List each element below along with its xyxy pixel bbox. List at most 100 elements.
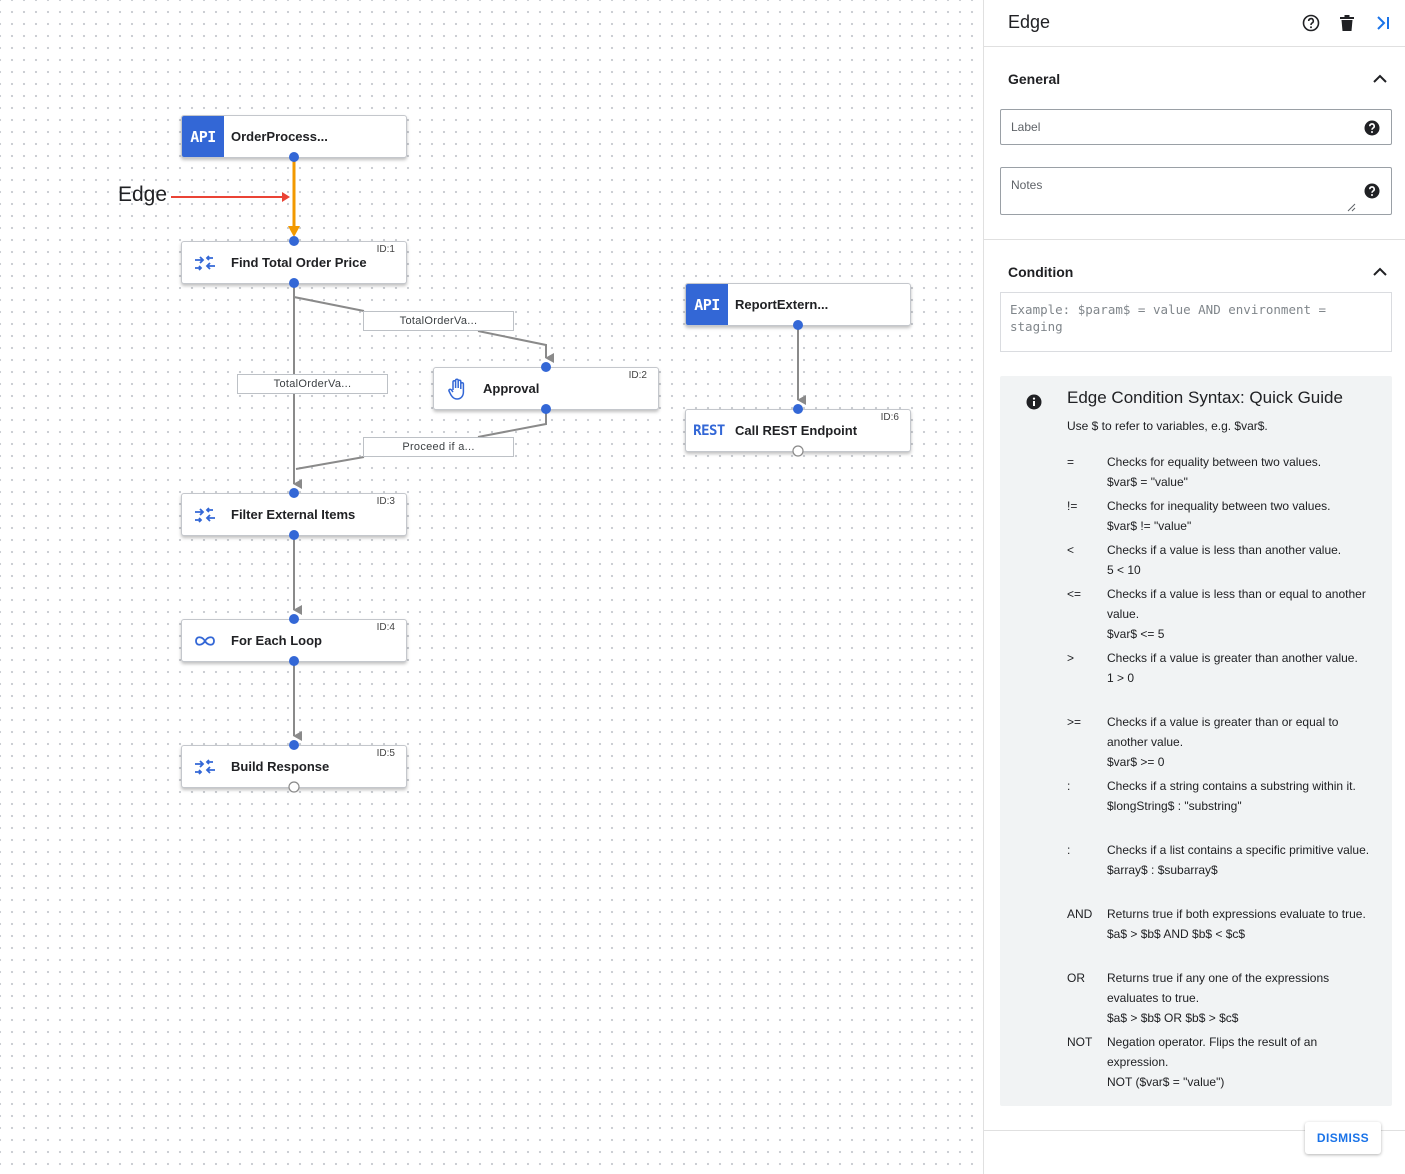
guide-operator: > — [1067, 651, 1075, 665]
node-id: ID:4 — [376, 622, 395, 633]
delete-icon[interactable] — [1336, 12, 1358, 34]
guide-description: Checks if a value is greater than anothe… — [1107, 651, 1358, 665]
guide-example: 5 < 10 — [1107, 563, 1141, 577]
general-section-title: General — [1008, 71, 1061, 87]
data-mapping-icon — [182, 494, 228, 535]
guide-example: $var$ != "value" — [1107, 519, 1192, 533]
data-mapping-icon — [182, 746, 228, 787]
node-build-response[interactable]: Build Response ID:5 — [181, 745, 407, 788]
node-title: Approval — [483, 381, 540, 396]
guide-description: Checks if a value is greater than or equ… — [1107, 715, 1339, 749]
api-trigger-icon: API — [182, 116, 224, 157]
guide-example: $a$ > $b$ AND $b$ < $c$ — [1107, 927, 1246, 941]
node-title: OrderProcess... — [231, 129, 328, 144]
node-filter-external-items[interactable]: Filter External Items ID:3 — [181, 493, 407, 536]
guide-example: $longString$ : "substring" — [1107, 799, 1242, 813]
edge-2-to-3-cont[interactable] — [295, 456, 365, 470]
guide-operator: != — [1067, 499, 1078, 513]
resize-handle-icon[interactable] — [1347, 203, 1356, 212]
node-id: ID:3 — [376, 496, 395, 507]
chevron-up-icon[interactable] — [1371, 263, 1389, 281]
info-icon — [1026, 394, 1042, 410]
guide-description: Negation operator. Flips the result of a… — [1107, 1035, 1318, 1069]
panel-title: Edge — [1008, 12, 1051, 32]
guide-operator: OR — [1067, 971, 1085, 985]
guide-operator: : — [1067, 843, 1071, 857]
edge-annotation-label: Edge — [118, 183, 168, 206]
rest-icon: REST — [693, 422, 725, 439]
guide-example: $a$ > $b$ OR $b$ > $c$ — [1107, 1011, 1239, 1025]
guide-operator: : — [1067, 779, 1071, 793]
edge-2-to-3[interactable] — [477, 409, 547, 438]
guide-description: Checks for inequality between two values… — [1107, 499, 1331, 513]
guide-example: $var$ <= 5 — [1107, 627, 1165, 641]
node-api-trigger-order[interactable]: API OrderProcess... — [181, 115, 407, 158]
loop-icon — [182, 620, 228, 661]
notes-field[interactable]: Notes — [1000, 167, 1392, 215]
node-title: Call REST Endpoint — [735, 423, 858, 438]
guide-description: Checks if a string contains a substring … — [1107, 779, 1356, 793]
chevron-up-icon[interactable] — [1371, 70, 1389, 88]
guide-example: NOT ($var$ = "value") — [1107, 1075, 1225, 1089]
divider — [984, 239, 1405, 240]
guide-description: Checks if a value is less than another v… — [1107, 543, 1342, 557]
integration-canvas[interactable]: Edge TotalOrderVa... TotalOrderVa... Pro… — [0, 0, 983, 1174]
panel-header: Edge — [984, 0, 1405, 47]
node-title: Find Total Order Price — [231, 255, 367, 270]
node-id: ID:5 — [376, 748, 395, 759]
dismiss-button[interactable]: DISMISS — [1305, 1122, 1381, 1154]
label-field[interactable]: Label — [1000, 109, 1392, 145]
guide-operator: AND — [1067, 907, 1093, 921]
api-trigger-icon: API — [686, 284, 728, 325]
guide-operator: < — [1067, 543, 1075, 557]
help-icon[interactable] — [1364, 183, 1380, 199]
node-title: ReportExtern... — [735, 297, 829, 312]
label-field-placeholder: Label — [1011, 120, 1041, 134]
node-find-total-order-price[interactable]: Find Total Order Price ID:1 — [181, 241, 407, 284]
guide-description: Returns true if any one of the expressio… — [1107, 971, 1330, 1005]
annotation-arrow — [171, 192, 290, 202]
data-mapping-icon — [182, 242, 228, 283]
guide-description: Returns true if both expressions evaluat… — [1107, 907, 1366, 921]
node-title: Build Response — [231, 759, 330, 774]
edge-1-to-2[interactable] — [293, 283, 365, 312]
notes-field-placeholder: Notes — [1011, 178, 1043, 192]
guide-operator: = — [1067, 455, 1075, 469]
guide-example: 1 > 0 — [1107, 671, 1135, 685]
guide-intro: Use $ to refer to variables, e.g. $var$. — [1067, 419, 1268, 433]
node-title: Filter External Items — [231, 507, 356, 522]
condition-section-title: Condition — [1008, 264, 1074, 280]
edge-properties-panel: Edge General Label Notes Condition Examp… — [983, 0, 1405, 1174]
node-id: ID:2 — [628, 370, 647, 381]
node-id: ID:1 — [376, 244, 395, 255]
guide-description: Checks if a list contains a specific pri… — [1107, 843, 1370, 857]
edge-label-1-to-2[interactable]: TotalOrderVa... — [363, 311, 514, 331]
guide-operator: <= — [1067, 587, 1082, 601]
guide-description: Checks for equality between two values. — [1107, 455, 1322, 469]
guide-operator: NOT — [1067, 1035, 1093, 1049]
guide-description: Checks if a value is less than or equal … — [1107, 587, 1366, 621]
edge-1-to-2-cont[interactable] — [477, 330, 554, 363]
node-call-rest-endpoint[interactable]: REST Call REST Endpoint ID:6 — [685, 409, 911, 452]
collapse-panel-icon[interactable] — [1372, 12, 1394, 34]
edge-label-1-to-3[interactable]: TotalOrderVa... — [237, 374, 388, 394]
guide-operator: >= — [1067, 715, 1082, 729]
guide-example: $var$ = "value" — [1107, 475, 1188, 489]
condition-input[interactable]: Example: $param$ = value AND environment… — [1000, 292, 1392, 352]
help-icon[interactable] — [1300, 12, 1322, 34]
guide-title: Edge Condition Syntax: Quick Guide — [1067, 388, 1343, 407]
divider — [984, 1130, 1405, 1131]
edges-layer — [171, 157, 806, 741]
hand-icon — [434, 368, 480, 409]
condition-syntax-guide: Edge Condition Syntax: Quick Guide Use $… — [1000, 376, 1392, 1106]
guide-example: $array$ : $subarray$ — [1107, 863, 1218, 877]
edge-label-2-to-3[interactable]: Proceed if a... — [363, 437, 514, 457]
guide-example: $var$ >= 0 — [1107, 755, 1165, 769]
node-approval[interactable]: Approval ID:2 — [433, 367, 659, 410]
node-title: For Each Loop — [231, 633, 322, 648]
node-api-trigger-report[interactable]: API ReportExtern... — [685, 283, 911, 326]
selected-edge[interactable] — [288, 157, 300, 237]
node-id: ID:6 — [880, 412, 899, 423]
node-for-each-loop[interactable]: For Each Loop ID:4 — [181, 619, 407, 662]
help-icon[interactable] — [1364, 120, 1380, 136]
